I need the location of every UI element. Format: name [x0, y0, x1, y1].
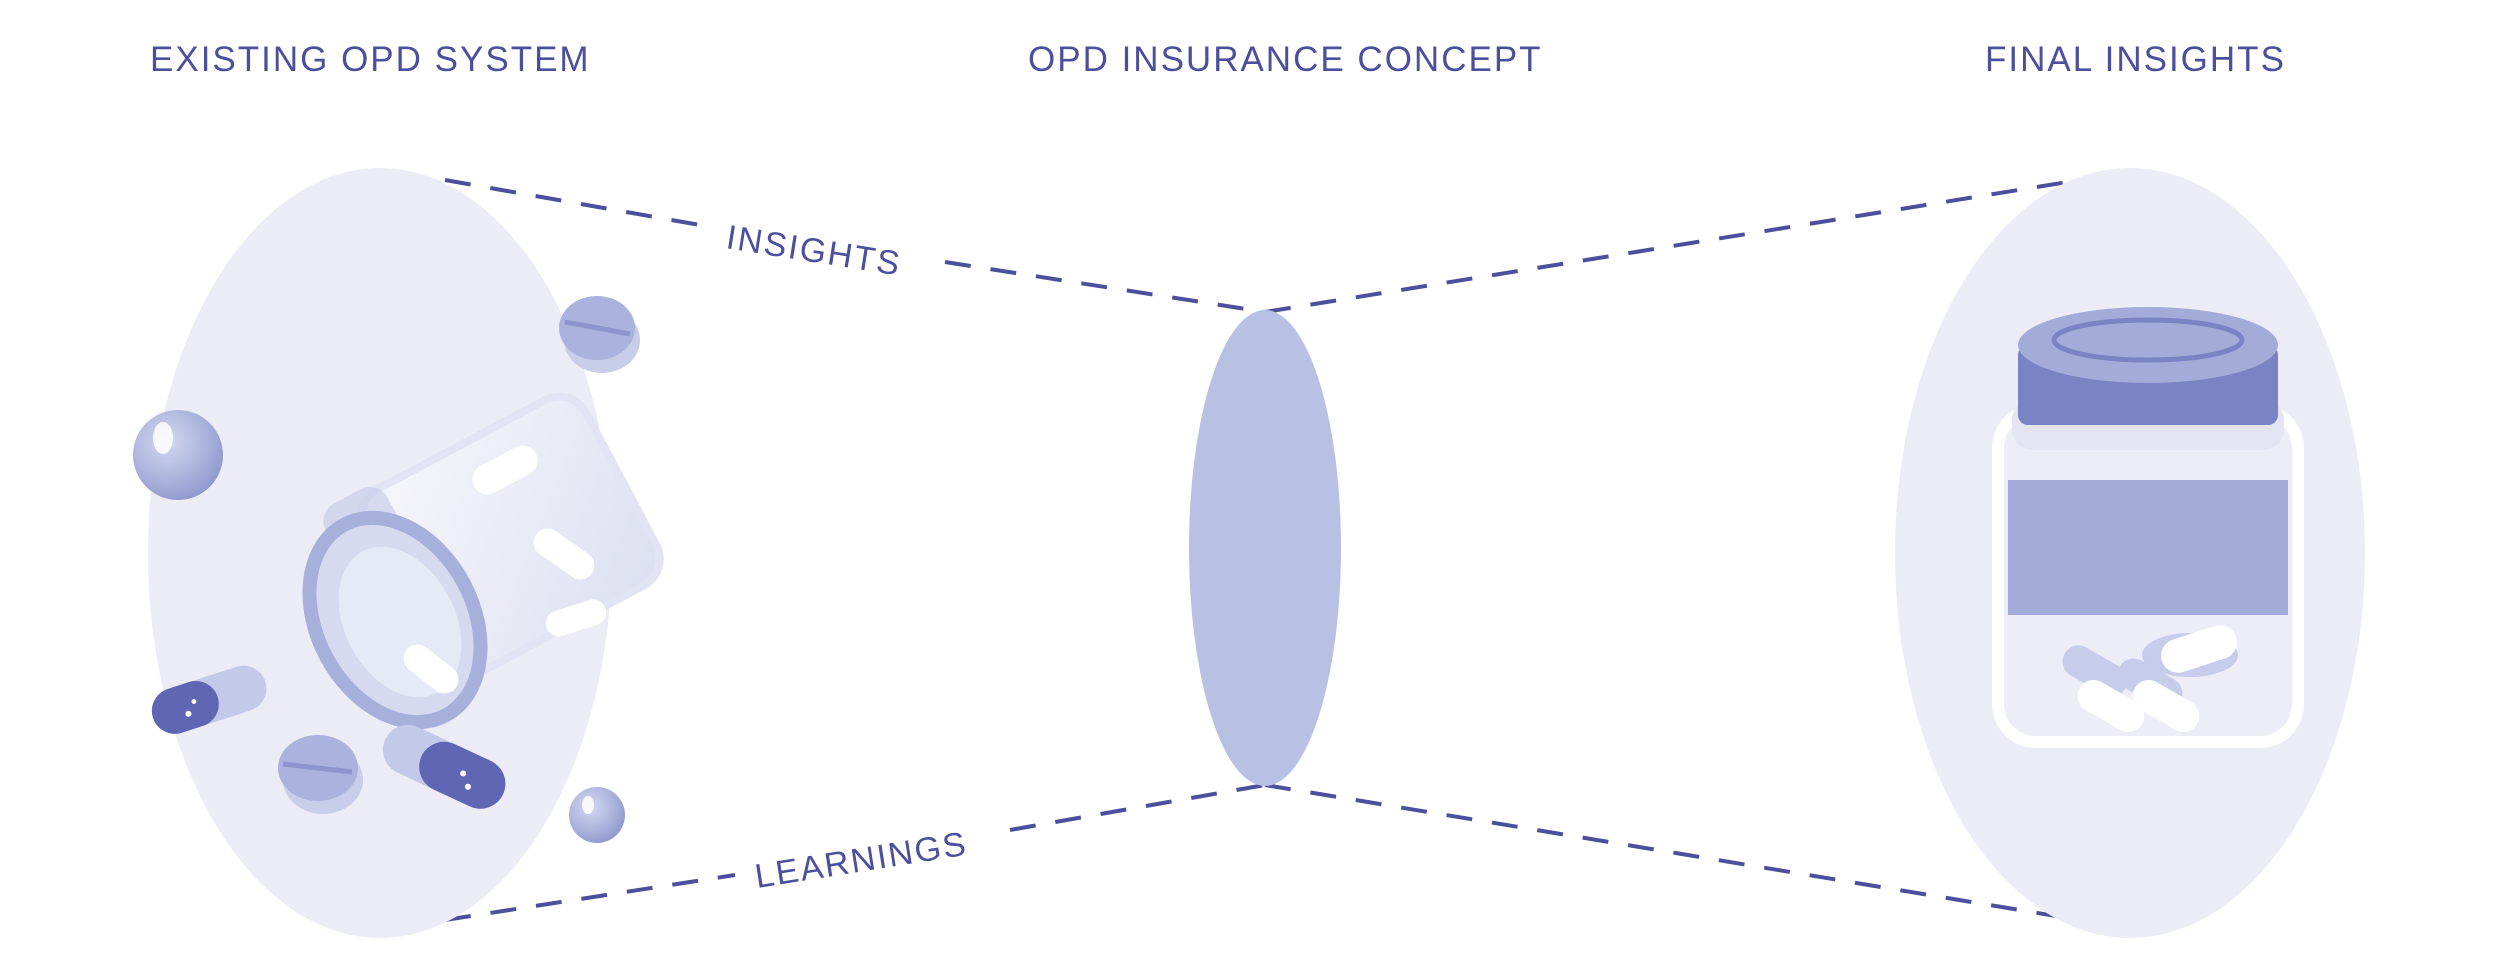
connector-left-bottom-b: [1009, 783, 1266, 832]
capsule-icon-bottom: [382, 724, 506, 809]
existing-opd-system-title: EXISTING OPD SYSTEM: [150, 40, 591, 79]
dashed-connectors: [444, 178, 2081, 922]
concept-lens: [1189, 310, 1341, 786]
jar-pills: [2062, 625, 2238, 732]
learnings-connector-label: LEARNINGS: [752, 825, 970, 896]
insights-connector-label: INSIGHTS: [724, 218, 904, 283]
round-pill-icon: [559, 296, 640, 373]
final-insights-title: FINAL INSIGHTS: [1985, 40, 2286, 79]
sphere-icon: [133, 410, 223, 500]
round-pill-icon-bottom: [278, 735, 363, 814]
connector-left-top-b: [944, 260, 1266, 314]
small-sphere-icon: [569, 787, 625, 843]
medicine-jar-icon: [1992, 307, 2304, 748]
spilled-bottle-icon: [302, 392, 664, 730]
capsule-icon: [151, 665, 267, 734]
opd-insurance-concept-title: OPD INSURANCE CONCEPT: [1028, 40, 1543, 79]
connector-left-bottom-a: [444, 873, 736, 922]
